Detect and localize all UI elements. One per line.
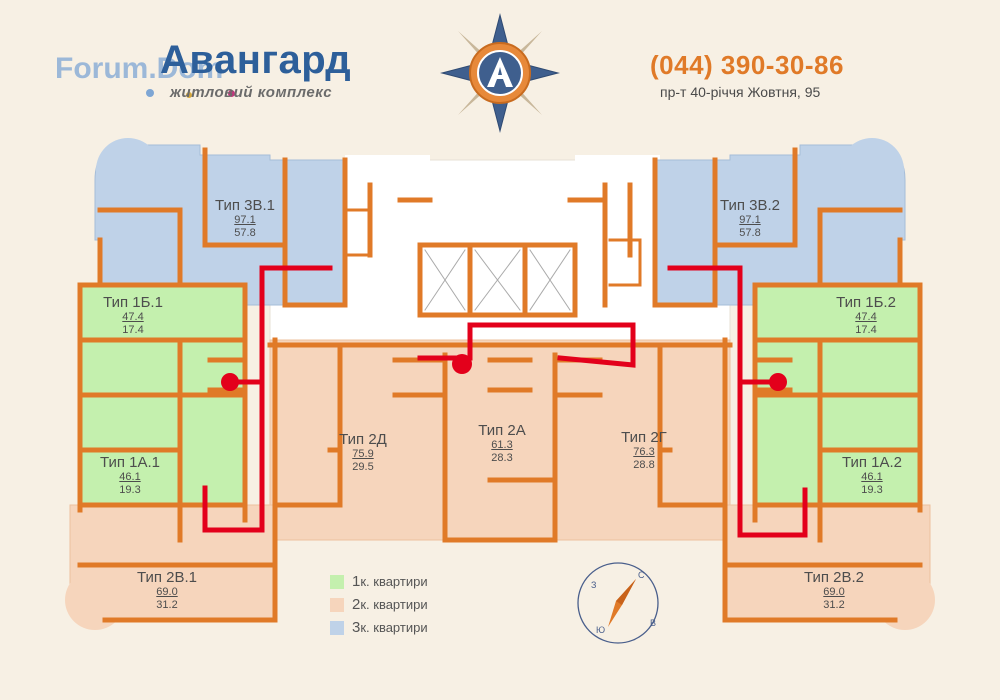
unit-area-living: 19.3 [861,484,883,496]
unit-label-2d[interactable]: Тип 2Д 75.9 29.5 [313,432,413,474]
unit-label-3v2[interactable]: Тип 3В.2 97.1 57.8 [700,198,800,240]
unit-name: Тип 2В.1 [136,569,198,586]
header: Forum.Dom Авангард житловий комплекс (04… [0,0,1000,140]
compass-west-label: З [591,580,597,590]
unit-area-living: 19.3 [119,484,141,496]
legend-item-3k: 3к. квартири [330,616,428,639]
unit-label-2v1[interactable]: Тип 2В.1 69.0 31.2 [117,570,217,612]
unit-name: Тип 2А [478,422,526,439]
legend-swatch [330,574,344,589]
brand-dot-icon [186,92,192,98]
unit-area-total: 97.1 [739,214,761,226]
legend-item-1k: 1к. квартири [330,570,428,593]
unit-area-living: 17.4 [122,324,144,336]
unit-area-living: 31.2 [156,599,178,611]
unit-name: Тип 1А.1 [99,454,161,471]
legend-item-2k: 2к. квартири [330,593,428,616]
unit-area-living: 57.8 [739,227,761,239]
address: пр-т 40-річчя Жовтня, 95 [660,84,821,100]
legend-swatch [330,597,344,612]
walls [77,147,923,623]
route-lines [202,265,808,538]
unit-area-total: 46.1 [861,471,883,483]
route-marker-center [452,354,472,374]
unit-area-total: 69.0 [156,586,178,598]
zone-2k-center [269,339,731,541]
unit-area-total: 97.1 [234,214,256,226]
unit-area-living: 28.3 [491,452,513,464]
unit-name: Тип 3В.1 [214,197,276,214]
unit-label-1a2[interactable]: Тип 1А.2 46.1 19.3 [822,455,922,497]
emblem-icon [440,13,560,133]
unit-area-living: 17.4 [855,324,877,336]
brand-dot-icon [228,90,235,97]
legend-label: 1к. квартири [352,573,428,590]
unit-label-1a1[interactable]: Тип 1А.1 46.1 19.3 [80,455,180,497]
unit-area-living: 28.8 [633,459,655,471]
compass-east-label: В [650,618,657,628]
unit-label-2g[interactable]: Тип 2Г 76.3 28.8 [594,430,694,472]
unit-name: Тип 1Б.1 [103,294,163,311]
unit-name: Тип 2В.2 [803,569,865,586]
phone-number[interactable]: (044) 390-30-86 [650,50,844,80]
legend: 1к. квартири 2к. квартири 3к. квартири [330,570,428,639]
legend-label: 2к. квартири [352,596,428,613]
unit-area-living: 31.2 [823,599,845,611]
unit-area-total: 75.9 [352,448,374,460]
compass-south-label: Ю [596,625,606,635]
unit-area-living: 57.8 [234,227,256,239]
unit-area-total: 47.4 [122,311,144,323]
unit-label-1b2[interactable]: Тип 1Б.2 47.4 17.4 [816,295,916,337]
compass-north-label: С [638,570,645,580]
legend-label: 3к. квартири [352,619,428,636]
unit-label-3v1[interactable]: Тип 3В.1 97.1 57.8 [195,198,295,240]
route-marker-right [769,373,787,391]
unit-area-living: 29.5 [352,461,374,473]
unit-label-1b1[interactable]: Тип 1Б.1 47.4 17.4 [83,295,183,337]
unit-area-total: 46.1 [119,471,141,483]
brand-subtitle: житловий комплекс [170,84,333,101]
unit-area-total: 69.0 [823,586,845,598]
unit-name: Тип 1Б.2 [836,294,896,311]
unit-label-2a[interactable]: Тип 2А 61.3 28.3 [452,423,552,465]
watermark: Forum.Dom [55,52,224,85]
unit-name: Тип 2Д [339,431,387,448]
brand-name: Авангард [160,38,352,82]
unit-name: Тип 3В.2 [719,197,781,214]
unit-name: Тип 1А.2 [841,454,903,471]
unit-area-total: 47.4 [855,311,877,323]
unit-area-total: 61.3 [491,439,513,451]
brand-dot-icon [146,89,154,97]
route-marker-left [221,373,239,391]
unit-label-2v2[interactable]: Тип 2В.2 69.0 31.2 [784,570,884,612]
legend-swatch [330,620,344,635]
unit-name: Тип 2Г [621,429,667,446]
compass-icon [577,562,659,644]
unit-area-total: 76.3 [633,446,655,458]
